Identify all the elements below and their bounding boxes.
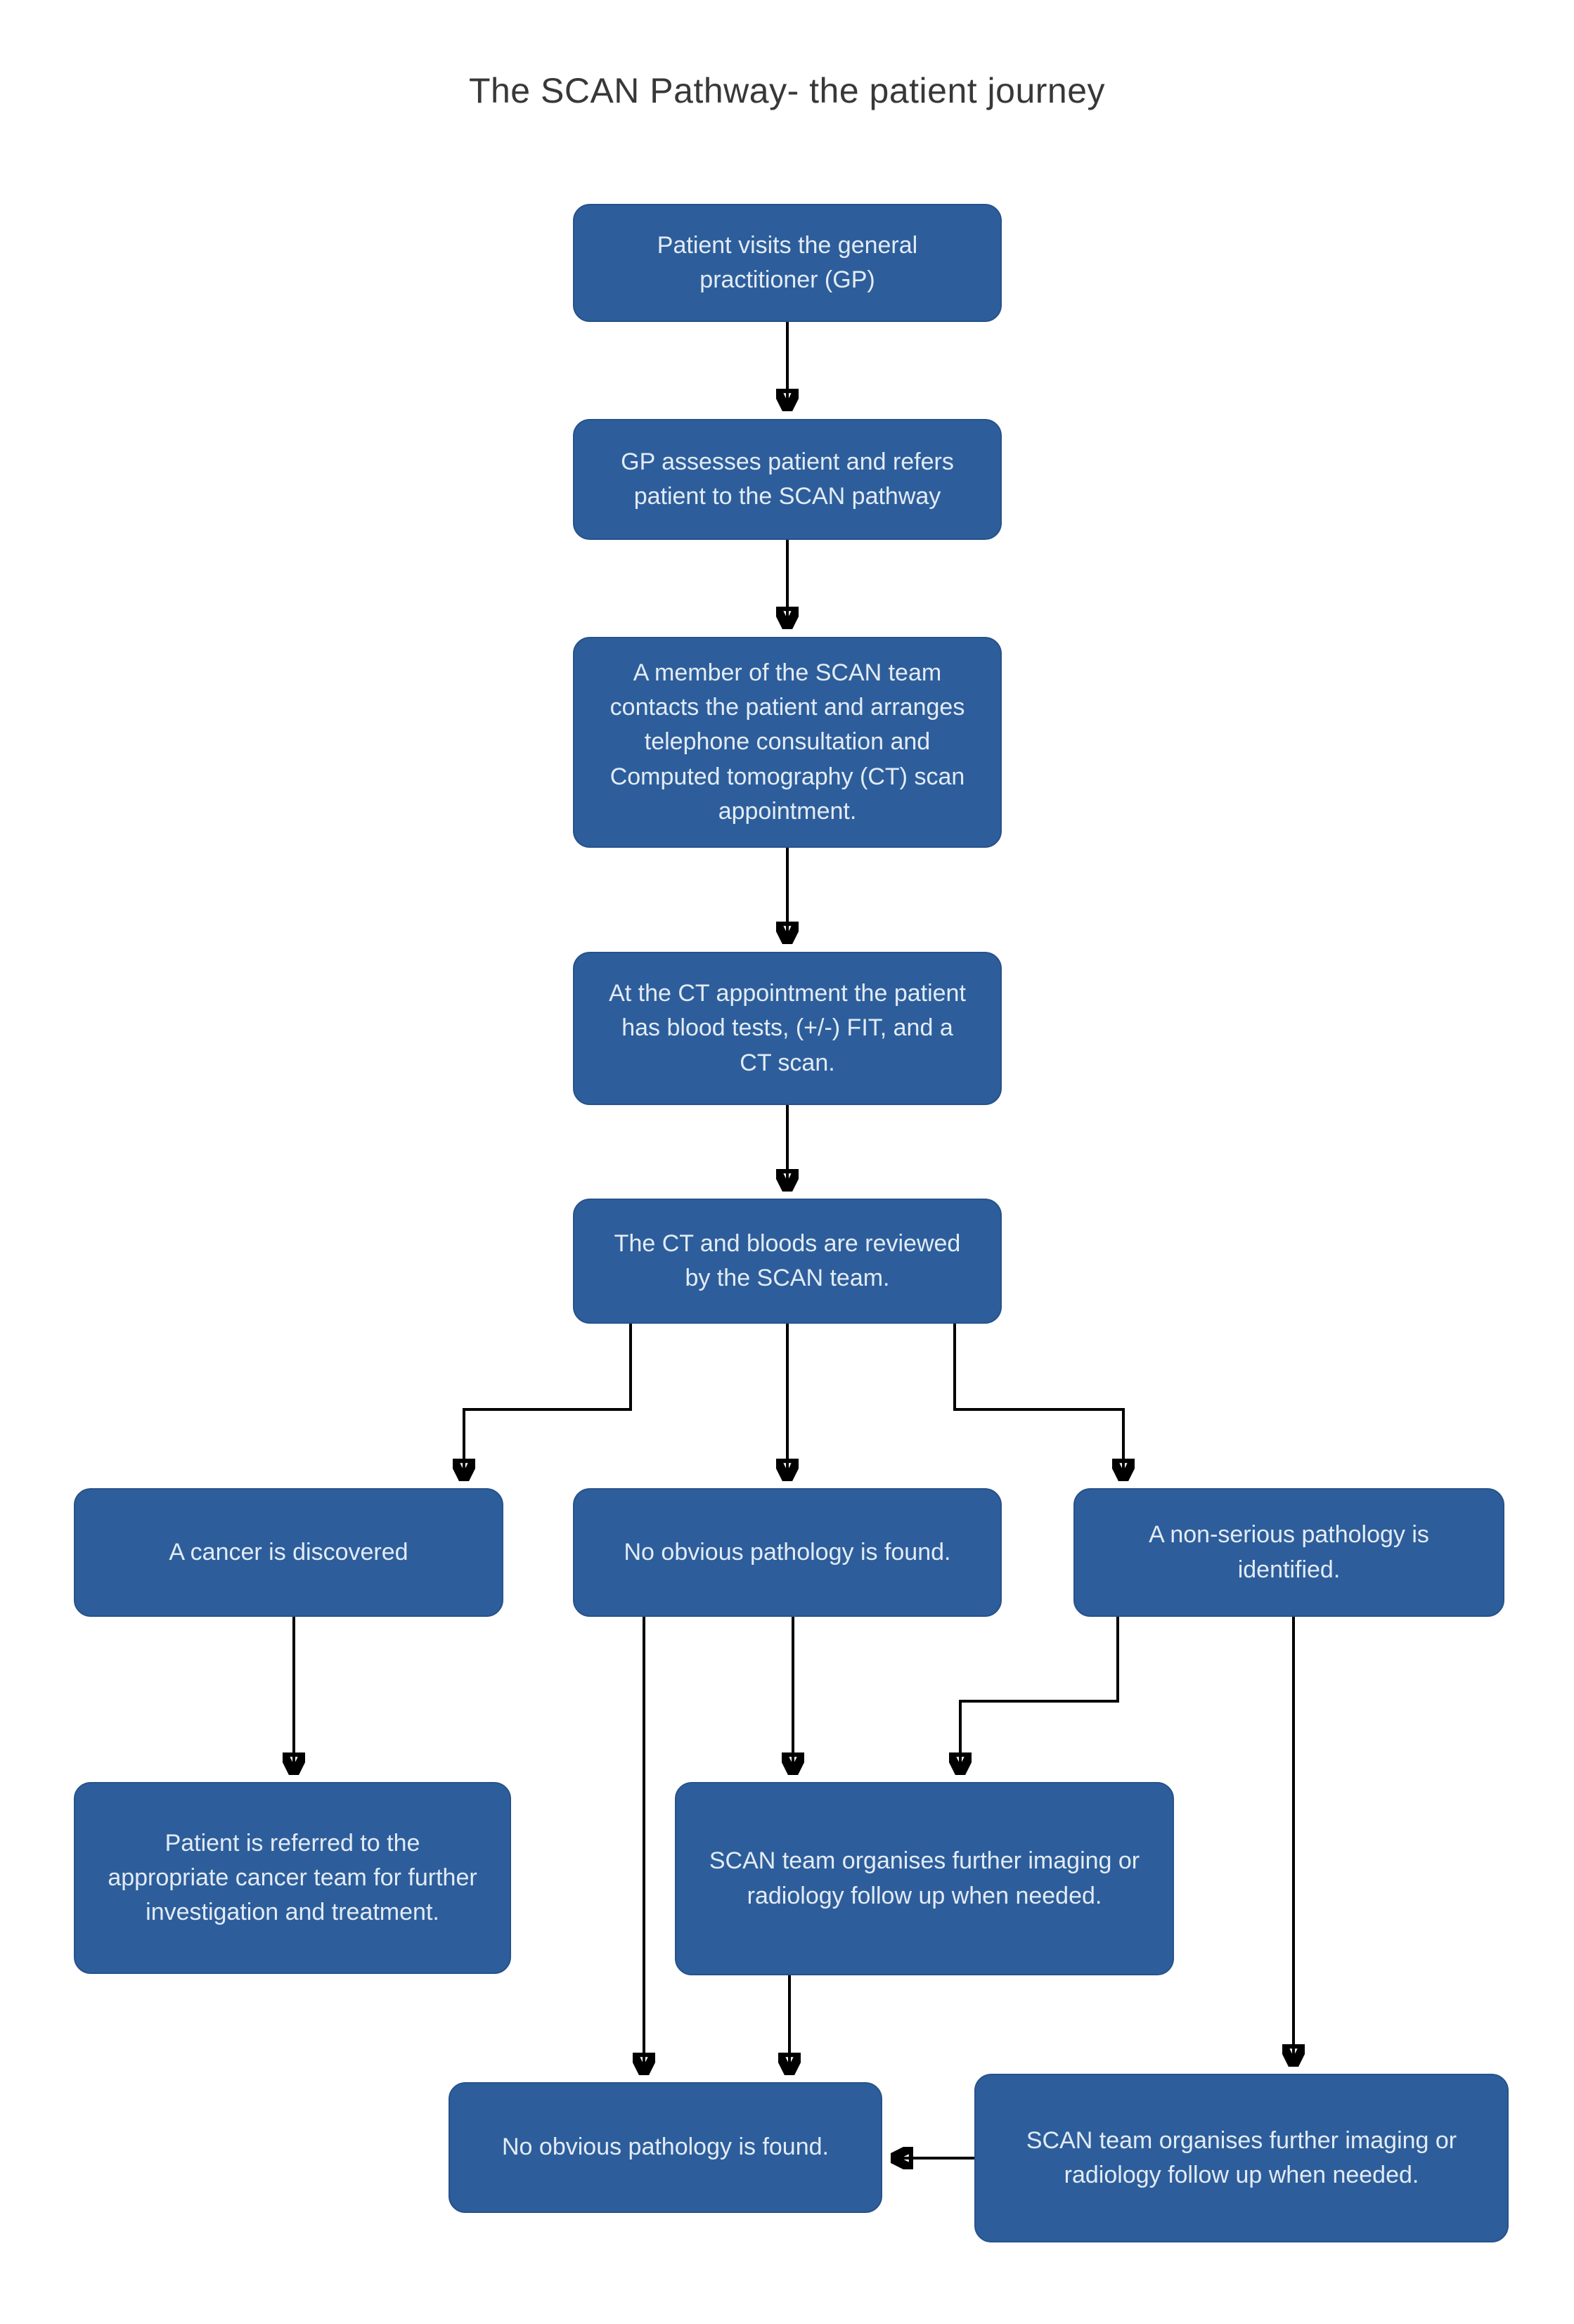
node-label: A non-serious pathology is identified. (1149, 1521, 1429, 1583)
node-gp-assesses: GP assesses patient and refers patient t… (573, 419, 1002, 540)
node-organises-followup-2: SCAN team organises further imaging or r… (974, 2074, 1509, 2242)
node-label: SCAN team organises further imaging or r… (1026, 2126, 1457, 2188)
node-no-pathology: No obvious pathology is found. (573, 1488, 1002, 1617)
node-organises-followup: SCAN team organises further imaging or r… (675, 1782, 1174, 1975)
node-cancer-discovered: A cancer is discovered (74, 1488, 503, 1617)
diagram-title: The SCAN Pathway- the patient journey (468, 71, 1106, 110)
node-label: No obvious pathology is found. (502, 2133, 829, 2161)
node-scan-team-contacts: A member of the SCAN team contacts the p… (573, 637, 1002, 848)
node-label: Patient visits the general practitioner … (657, 231, 918, 293)
node-label: A cancer is discovered (169, 1538, 408, 1566)
node-label: The CT and bloods are reviewed by the SC… (614, 1229, 961, 1291)
node-label: A member of the SCAN team contacts the p… (609, 659, 965, 825)
node-ct-bloods-reviewed: The CT and bloods are reviewed by the SC… (573, 1199, 1002, 1324)
edge-non-serious-to-followup (960, 1617, 1119, 1771)
node-ct-appointment: At the CT appointment the patient has bl… (573, 952, 1002, 1105)
edge-review-to-non-serious (953, 1324, 1123, 1478)
node-no-pathology-final: No obvious pathology is found. (449, 2082, 882, 2213)
node-patient-visits-gp: Patient visits the general practitioner … (573, 204, 1002, 322)
node-non-serious-pathology: A non-serious pathology is identified. (1073, 1488, 1504, 1617)
edge-review-to-cancer-discovered (464, 1324, 632, 1478)
node-referred-cancer-team: Patient is referred to the appropriate c… (74, 1782, 511, 1974)
node-label: At the CT appointment the patient has bl… (609, 980, 966, 1076)
node-label: No obvious pathology is found. (624, 1538, 951, 1566)
node-label: GP assesses patient and refers patient t… (621, 448, 954, 510)
node-label: Patient is referred to the appropriate c… (108, 1829, 477, 1926)
node-label: SCAN team organises further imaging or r… (709, 1847, 1140, 1909)
